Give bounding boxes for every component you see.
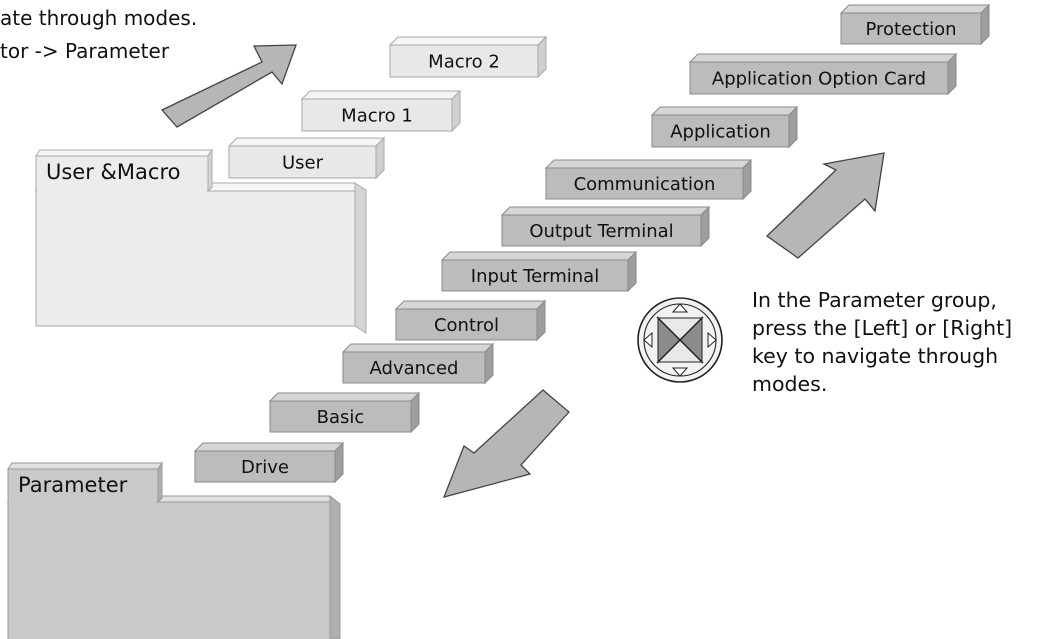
tab-basic[interactable]: Basic [268, 391, 421, 434]
tab-macro2[interactable]: Macro 2 [388, 35, 548, 79]
tab-communication[interactable]: Communication [544, 158, 753, 201]
tab-protection-label: Protection [865, 19, 956, 40]
tab-user-label: User [282, 153, 324, 174]
tab-drive-label: Drive [241, 457, 289, 478]
navigation-text-line-1: In the Parameter group, [752, 288, 997, 312]
arrow-up-right-icon [765, 152, 885, 259]
tab-input-terminal-label: Input Terminal [471, 266, 599, 287]
navigation-text-line-2: press the [Left] or [Right] [752, 316, 1013, 340]
tab-macro2-label: Macro 2 [428, 52, 500, 73]
arrow-down-left-icon [442, 389, 570, 498]
tab-output-terminal-label: Output Terminal [529, 221, 673, 242]
tab-communication-label: Communication [574, 174, 716, 195]
navigation-key-icon [637, 297, 723, 383]
tab-application-option-card-label: Application Option Card [712, 69, 926, 90]
tab-application[interactable]: Application [650, 105, 799, 149]
tab-macro1-label: Macro 1 [341, 106, 413, 127]
tab-basic-label: Basic [317, 407, 365, 428]
tab-macro1[interactable]: Macro 1 [300, 89, 462, 133]
tab-drive[interactable]: Drive [193, 441, 345, 484]
tab-advanced-label: Advanced [370, 358, 459, 379]
navigation-text-line-4: modes. [752, 372, 828, 396]
tab-input-terminal[interactable]: Input Terminal [440, 250, 638, 293]
tab-application-label: Application [670, 122, 771, 143]
tab-application-option-card[interactable]: Application Option Card [688, 52, 958, 96]
tab-control-label: Control [434, 315, 499, 336]
tab-output-terminal[interactable]: Output Terminal [500, 205, 711, 248]
tab-user[interactable]: User [227, 136, 386, 180]
user-macro-folder[interactable] [34, 148, 367, 334]
top-instruction-line-2: tor -> Parameter [0, 39, 170, 63]
parameter-folder-label: Parameter [18, 473, 128, 497]
user-macro-folder-label: User &Macro [46, 160, 181, 184]
tab-protection[interactable]: Protection [839, 3, 991, 46]
top-instruction-line-1: ate through modes. [0, 6, 198, 30]
tab-advanced[interactable]: Advanced [341, 342, 495, 385]
navigation-text-line-3: key to navigate through [752, 344, 999, 368]
tab-control[interactable]: Control [394, 299, 547, 342]
arrow-up-left-icon [160, 44, 297, 128]
parameter-folder[interactable] [6, 461, 341, 639]
